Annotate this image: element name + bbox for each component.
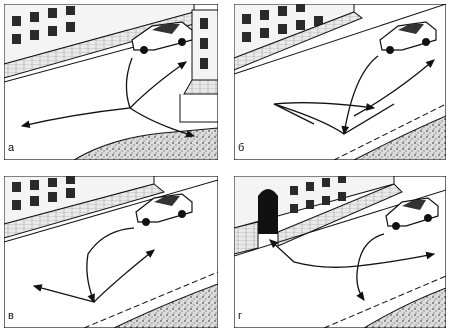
archway [258,189,278,234]
panel-label-a: а [8,142,14,154]
scene-g [234,176,446,328]
panel-g: г [234,176,446,328]
scene-a [4,4,218,160]
panel-label-g: г [238,310,242,322]
panel-b: б [234,4,446,160]
scene-b [234,4,446,160]
panel-label-b: б [238,142,244,154]
panel-v: в [4,176,218,328]
panel-a: а [4,4,218,160]
scene-v [4,176,218,328]
panel-label-v: в [8,310,14,322]
